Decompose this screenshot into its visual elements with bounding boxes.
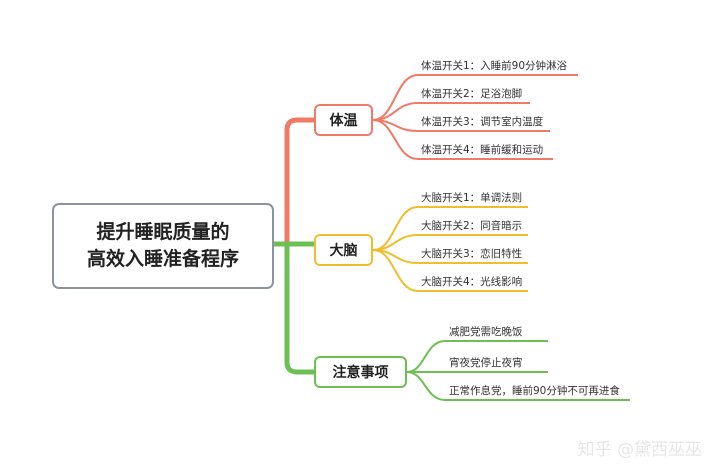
leaf-notes-1[interactable]: 减肥党需吃晚饭 xyxy=(449,326,523,338)
branch-body-temp[interactable]: 体温 xyxy=(314,104,373,136)
leaf-body-temp-2[interactable]: 体温开关2：足浴泡脚 xyxy=(421,88,523,100)
leaf-notes-2[interactable]: 宵夜党停止夜宵 xyxy=(449,357,523,369)
watermark: 知乎 @黛西巫巫 xyxy=(577,440,702,460)
leaf-lines-brain xyxy=(372,206,528,292)
trunk-green-segment xyxy=(284,244,314,375)
leaf-lines-notes xyxy=(406,340,630,401)
leaf-brain-1[interactable]: 大脑开关1：单调法则 xyxy=(421,192,523,204)
leaf-brain-2[interactable]: 大脑开关2：同音暗示 xyxy=(421,220,523,232)
branch-notes[interactable]: 注意事项 xyxy=(314,356,407,388)
leaf-lines-body-temp xyxy=(372,74,578,160)
central-topic[interactable]: 提升睡眠质量的 高效入睡准备程序 xyxy=(52,203,274,289)
trunk-red-segment xyxy=(284,117,314,244)
central-topic-line2: 高效入睡准备程序 xyxy=(86,248,239,270)
leaf-body-temp-3[interactable]: 体温开关3：调节室内温度 xyxy=(421,116,544,128)
leaf-body-temp-4[interactable]: 体温开关4：睡前缓和运动 xyxy=(421,144,544,156)
leaf-brain-4[interactable]: 大脑开关4：光线影响 xyxy=(421,276,523,288)
branch-brain[interactable]: 大脑 xyxy=(314,234,373,266)
leaf-body-temp-1[interactable]: 体温开关1：入睡前90分钟淋浴 xyxy=(421,60,568,72)
leaf-notes-3[interactable]: 正常作息党，睡前90分钟不可再进食 xyxy=(449,385,620,397)
leaf-brain-3[interactable]: 大脑开关3：恋旧特性 xyxy=(421,248,523,260)
central-topic-line1: 提升睡眠质量的 xyxy=(96,221,230,243)
